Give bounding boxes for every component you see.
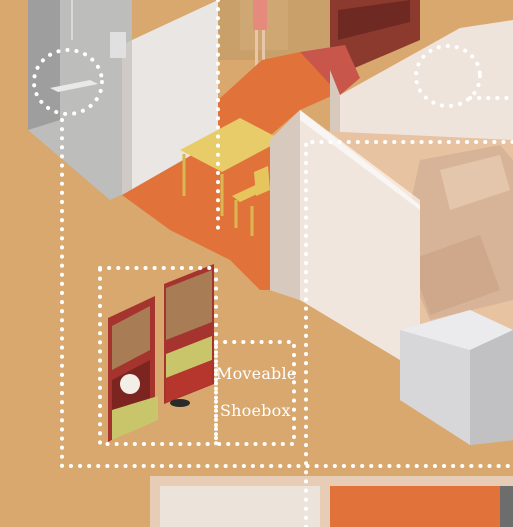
shoebox-label-box [214, 340, 296, 446]
sink [110, 32, 126, 58]
bottom-panel-dark [500, 486, 513, 527]
person-leg-right [262, 30, 265, 66]
bathroom-partition-edge [122, 40, 132, 195]
bedroom-partition-side [270, 110, 300, 300]
person-dress [253, 0, 267, 30]
bedside-block-side [470, 330, 513, 445]
bathroom-left-wall [28, 0, 60, 130]
bedroom-boundary-line [304, 140, 513, 527]
bottom-panel-left [160, 486, 320, 527]
bedroom-wall-edge [330, 70, 340, 150]
shower-tray [50, 80, 98, 92]
dotted-annotation-lines [32, 0, 513, 527]
kitchen-counter-top [338, 0, 410, 40]
cabinet-left-bag [120, 374, 140, 394]
bed-pillow [440, 155, 510, 210]
cabinet-right-drawer [166, 360, 212, 402]
chair-back [254, 166, 270, 196]
partition-top-highlight [300, 110, 420, 210]
bed-blanket [410, 235, 500, 315]
annotation-label-line2: Shoebox [220, 401, 291, 420]
cabinet-left-box [112, 306, 150, 370]
cabinet-right-box [166, 270, 212, 340]
bottom-panel-orange [330, 486, 500, 527]
cabinet-left-seat [112, 396, 158, 440]
person-leg-left [255, 30, 258, 66]
shower-highlight-circle [32, 48, 104, 116]
shoes [170, 399, 190, 407]
bedside-block-top [400, 310, 513, 350]
bedroom-back-wall [340, 20, 513, 150]
left-boundary-line [60, 118, 513, 468]
dining-table-top [180, 118, 282, 172]
annotation-label-line1: Moveable [216, 364, 297, 383]
cabinet-right-drawer-top [166, 336, 212, 378]
lamp-highlight-circle [414, 44, 482, 108]
